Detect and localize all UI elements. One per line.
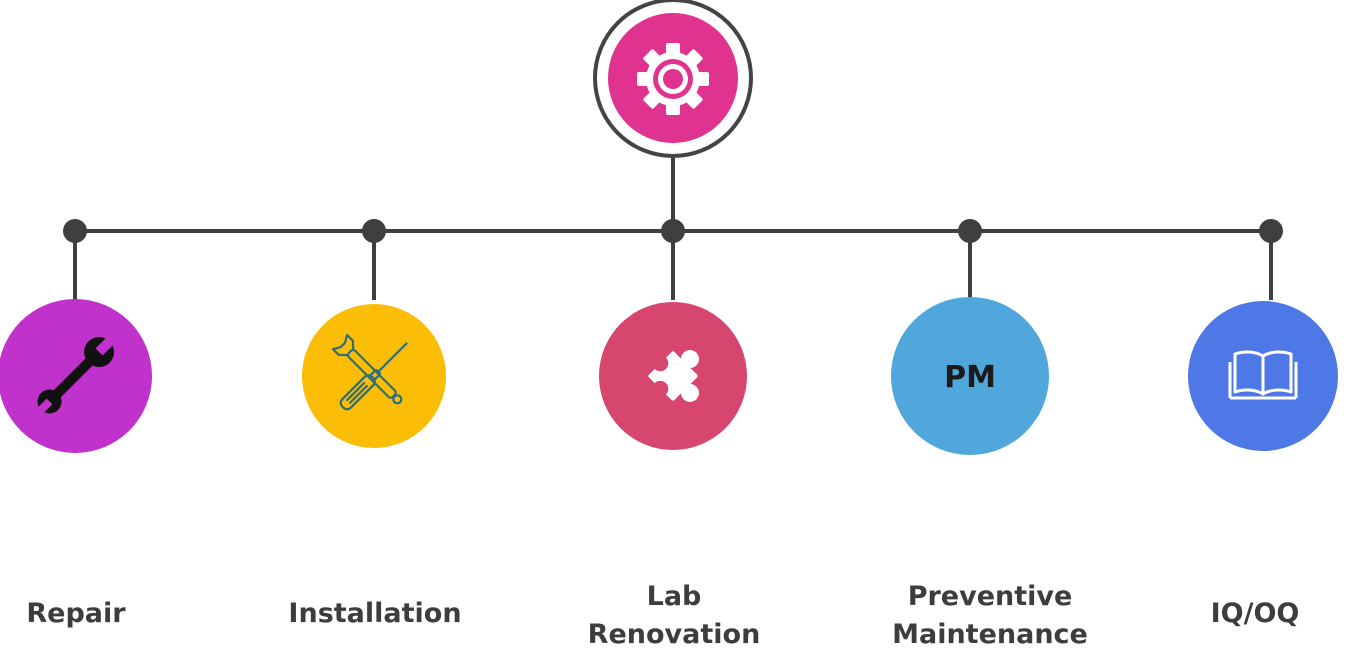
label-repair-line-1: Repair	[26, 598, 126, 629]
junction-dot-iq-oq	[1259, 219, 1283, 243]
junction-dot-installation	[362, 219, 386, 243]
label-installation-line-1: Installation	[288, 598, 462, 629]
label-preventive-maintenance-line-2: Maintenance	[892, 619, 1088, 650]
label-lab-renovation-line-2: Renovation	[587, 619, 761, 650]
puzzle-piece-icon	[648, 350, 699, 402]
hub-node	[593, 0, 753, 158]
label-preventive-maintenance: Preventive Maintenance	[880, 578, 1100, 654]
junction-dot-center	[661, 219, 685, 243]
label-repair: Repair	[0, 595, 186, 633]
wrench-icon	[35, 335, 116, 416]
node-installation	[302, 304, 446, 448]
gear-icon	[637, 43, 709, 115]
label-iq-oq-line-1: IQ/OQ	[1210, 598, 1300, 629]
node-iq-oq	[1188, 301, 1338, 451]
label-iq-oq: IQ/OQ	[1145, 595, 1357, 633]
junction-dot-preventive-maintenance	[958, 219, 982, 243]
node-lab-renovation	[599, 302, 747, 450]
node-repair	[0, 299, 152, 453]
label-lab-renovation-line-1: Lab	[646, 581, 702, 612]
node-circle-installation	[302, 304, 446, 448]
junction-dots	[63, 219, 1283, 243]
wrench-screwdriver-icon	[331, 333, 408, 411]
node-circle-preventive-maintenance	[891, 297, 1049, 455]
junction-dot-repair	[63, 219, 87, 243]
label-preventive-maintenance-line-1: Preventive	[907, 581, 1073, 612]
book-icon	[1228, 350, 1298, 400]
label-installation: Installation	[265, 595, 485, 633]
label-lab-renovation: Lab Renovation	[564, 578, 784, 654]
pm-text-icon: PM	[944, 360, 996, 395]
node-preventive-maintenance: PM	[891, 297, 1049, 455]
